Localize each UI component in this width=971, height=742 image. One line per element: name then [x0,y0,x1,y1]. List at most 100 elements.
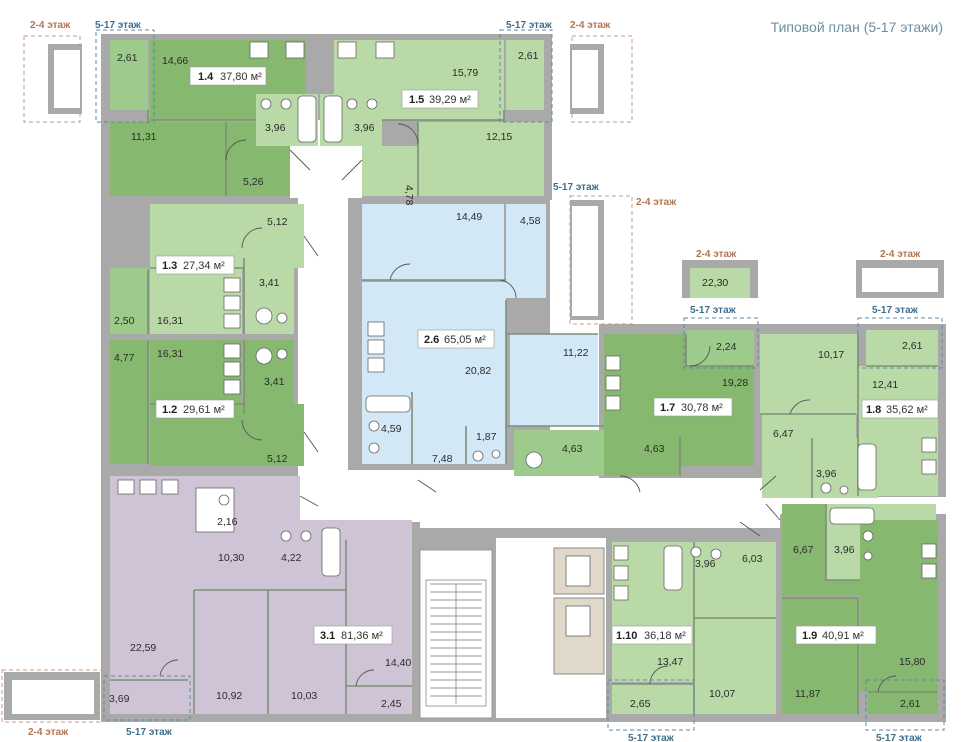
apartment-1-4[interactable] [110,40,318,196]
svg-text:1.8: 1.8 [866,404,881,416]
upper-floor-outlines [95,29,945,731]
room-area: 10,17 [818,349,844,361]
room-area: 10,07 [709,688,735,700]
room-area: 4,63 [562,443,583,455]
svg-text:1.7: 1.7 [660,402,675,414]
room-area: 2,24 [716,341,737,353]
room-area: 3,96 [816,468,837,480]
room-area: 16,31 [157,315,183,327]
room-area: 20,82 [465,365,491,377]
svg-text:37,80 м²: 37,80 м² [220,71,262,83]
room-area: 3,96 [695,558,716,570]
floor-label-lower: 2-4 этаж [880,249,921,260]
room-area: 2,50 [114,315,135,327]
room-area: 2,65 [630,698,651,710]
apartment-tag: 1.10 36,18 м² [611,625,693,645]
room-area: 6,47 [773,428,794,440]
room-area: 3,96 [354,122,375,134]
room-area: 6,03 [742,553,763,565]
corridor [290,120,780,528]
apartment-1-9[interactable] [765,503,938,714]
svg-text:1.5: 1.5 [409,94,424,106]
svg-text:1.10: 1.10 [616,630,637,642]
floor-label-upper: 5-17 этаж [690,305,737,316]
lower-floor-outlines [1,35,944,723]
apartment-tag: 1.4 37,80 м² [189,66,267,86]
apartment-1-8[interactable] [759,330,938,498]
svg-text:40,91 м²: 40,91 м² [822,630,864,642]
room-area: 2,61 [900,698,921,710]
room-area: 11,87 [795,688,821,700]
room-area: 3,96 [834,544,855,556]
svg-text:2.6: 2.6 [424,334,439,346]
room-area: 1,87 [476,431,497,443]
room-area: 2,61 [117,52,138,64]
room-area: 2,61 [902,340,923,352]
room-area: 4,77 [114,352,135,364]
svg-text:81,36 м²: 81,36 м² [341,630,383,642]
floor-label-upper: 5-17 этаж [95,20,142,31]
apartment-tag: 3.1 81,36 м² [313,625,393,645]
apartment-tag: 1.3 27,34 м² [155,255,235,275]
apartment-3-1[interactable] [110,476,412,714]
room-labels: 2,61 14,66 3,96 11,31 5,26 15,79 2,61 3,… [109,50,925,710]
stairwell [419,538,606,719]
room-area: 15,80 [899,656,925,668]
room-area: 6,67 [793,544,814,556]
room-area: 22,59 [130,642,156,654]
room-area: 2,61 [518,50,539,62]
floor-label-upper: 5-17 этаж [628,733,675,742]
floor-label-upper: 5-17 этаж [553,182,600,193]
room-area: 15,79 [452,67,478,79]
apartment-tag: 2.6 65,05 м² [417,329,495,349]
plan-title: Типовой план (5-17 этажи) [771,19,943,35]
room-area: 11,22 [563,347,589,359]
apartment-tag: 1.7 30,78 м² [653,397,733,417]
room-area: 3,41 [264,376,285,388]
svg-text:1.9: 1.9 [802,630,817,642]
floor-label-lower: 2-4 этаж [28,727,69,738]
room-area: 4,59 [381,423,402,435]
room-area: 5,26 [243,176,264,188]
room-area: 5,12 [267,453,288,465]
room-area: 4,63 [644,443,665,455]
svg-text:39,29 м²: 39,29 м² [429,94,471,106]
svg-text:1.2: 1.2 [162,404,177,416]
svg-text:3.1: 3.1 [320,630,335,642]
svg-text:30,78 м²: 30,78 м² [681,402,723,414]
room-area: 10,30 [218,552,244,564]
room-area: 4,58 [520,215,541,227]
svg-text:36,18 м²: 36,18 м² [644,630,686,642]
apartment-tag: 1.2 29,61 м² [155,399,235,419]
room-area: 14,40 [385,657,411,669]
floor-label-upper: 5-17 этаж [506,20,553,31]
room-area: 10,92 [216,690,242,702]
floor-label-lower: 2-4 этаж [696,249,737,260]
floor-label-lower: 2-4 этаж [30,20,71,31]
apartment-tag: 1.8 35,62 м² [861,399,939,419]
apartment-1-10[interactable] [612,521,776,714]
floor-label-upper: 5-17 этаж [872,305,919,316]
room-area: 3,41 [259,277,280,289]
room-area: 11,31 [131,131,157,143]
room-area: 3,69 [109,693,130,705]
room-area: 2,16 [217,516,238,528]
svg-text:1.3: 1.3 [162,260,177,272]
svg-text:27,34 м²: 27,34 м² [183,260,225,272]
apartment-tag: 1.9 40,91 м² [795,625,877,645]
apartment-2-6[interactable] [362,204,610,493]
room-area: 3,96 [265,122,286,134]
room-area: 19,28 [722,377,748,389]
svg-text:65,05 м²: 65,05 м² [444,334,486,346]
room-area: 4,78 [403,185,415,206]
room-area: 14,66 [162,55,188,67]
room-area: 13,47 [657,656,683,668]
room-area: 22,30 [702,277,728,289]
floor-label-upper: 5-17 этаж [876,733,923,742]
floor-label-lower: 2-4 этаж [636,197,677,208]
room-area: 14,49 [456,211,482,223]
svg-text:1.4: 1.4 [198,71,214,83]
svg-text:29,61 м²: 29,61 м² [183,404,225,416]
apartment-tag: 1.5 39,29 м² [401,89,479,109]
svg-text:35,62 м²: 35,62 м² [886,404,928,416]
